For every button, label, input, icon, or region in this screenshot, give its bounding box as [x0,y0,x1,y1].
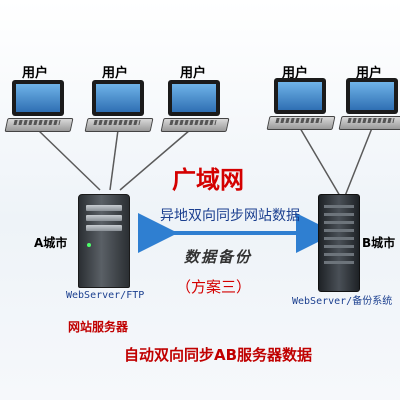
server-a-icon [78,194,130,288]
user-label-a1: 用户 [22,66,49,81]
wan-title: 广域网 [172,166,244,194]
server-a-role: 网站服务器 [68,320,129,334]
laptop-icon [84,80,154,144]
server-b-name: WebServer/备份系统 [292,296,393,307]
user-label-a3: 用户 [180,66,207,81]
city-a-label: A城市 [34,236,68,250]
laptop-icon [338,78,400,142]
laptop-icon [160,80,230,144]
backup-label: 数据备份 [184,248,253,266]
server-b-icon [318,194,360,292]
laptop-icon [266,78,336,142]
footer-caption: 自动双向同步AB服务器数据 [124,346,313,364]
link-laptop-a3 [119,129,191,191]
link-laptop-b2 [344,127,373,197]
link-laptop-a1 [37,129,101,191]
link-laptop-a2 [109,129,119,191]
sync-label: 异地双向同步网站数据 [160,208,300,224]
city-b-label: B城市 [362,236,396,250]
server-a-name: WebServer/FTP [66,290,145,301]
user-label-a2: 用户 [102,66,129,81]
user-label-b2: 用户 [356,66,383,81]
link-laptop-b1 [299,127,341,197]
laptop-icon [4,80,74,144]
user-label-b1: 用户 [282,66,309,81]
plan-label: （方案三） [176,278,252,296]
